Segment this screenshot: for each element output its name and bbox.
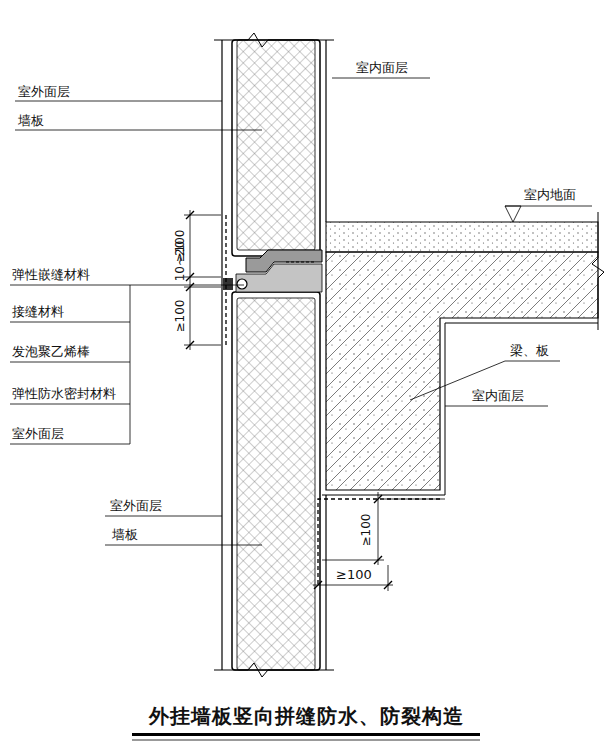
part-label: 室外面层 <box>18 84 70 100</box>
dashed-mesh-line <box>318 499 440 585</box>
extension-line <box>388 565 389 591</box>
break-line <box>214 33 334 47</box>
interior-finish-line <box>325 495 326 670</box>
leader-line <box>10 362 130 363</box>
reinforcement-dashed <box>226 215 440 585</box>
pe-rod <box>237 279 247 289</box>
panel-core <box>237 298 315 670</box>
leader-line <box>10 322 130 323</box>
leader-line <box>15 130 262 131</box>
leader-line <box>445 406 548 407</box>
part-label: 墙板 <box>112 527 138 543</box>
upper-panel <box>232 40 320 256</box>
slab-and-beam <box>322 212 604 495</box>
leader-line <box>15 101 222 102</box>
elevation-symbol <box>505 206 592 222</box>
leader-line <box>130 285 131 444</box>
caption-underline <box>132 733 480 740</box>
part-label: 室内面层 <box>472 388 524 404</box>
leader-lines <box>10 78 592 545</box>
dimension-text: ≥100 <box>172 300 188 333</box>
part-label: 室内面层 <box>356 60 408 76</box>
break-line <box>214 663 334 677</box>
dimension-tick <box>314 581 392 589</box>
floor-screed <box>326 222 598 252</box>
part-label: 弹性嵌缝材料 <box>12 267 90 283</box>
part-label: 室外面层 <box>110 498 162 514</box>
joint-hidden-line <box>286 262 316 263</box>
leader-line <box>10 444 130 445</box>
leader-line <box>105 516 222 517</box>
part-label: 接缝材料 <box>12 304 64 320</box>
leader-line <box>10 404 130 405</box>
exterior-finish-line <box>221 40 222 670</box>
dimension-line <box>313 585 393 586</box>
dimension-line <box>190 210 191 350</box>
extension-line <box>184 215 221 345</box>
dimension-tick <box>186 211 194 349</box>
interior-finish-line <box>325 40 326 222</box>
dashed-mesh-line <box>225 215 226 345</box>
leader-line <box>332 78 430 79</box>
extension-line <box>322 499 445 560</box>
part-label: 发泡聚乙烯棒 <box>12 344 90 360</box>
leader-line <box>10 285 244 286</box>
drawing-caption: 外挂墙板竖向拼缝防水、防裂构造 <box>149 703 464 729</box>
panel-core <box>237 40 315 250</box>
sealant <box>223 278 233 290</box>
leader-line <box>105 545 262 546</box>
break-line <box>592 212 604 330</box>
caption-rule <box>132 740 480 741</box>
dimension-lines <box>184 210 445 591</box>
part-label: 室外面层 <box>12 426 64 442</box>
part-label: 墙板 <box>18 113 44 129</box>
dimension-line <box>378 492 379 565</box>
part-label: 弹性防水密封材料 <box>12 386 116 402</box>
joint-filler <box>236 264 322 292</box>
dimension-text: 10~20 <box>172 241 188 282</box>
part-label: 室内地面 <box>524 187 576 203</box>
dimension-tick <box>374 495 382 564</box>
interior-finish-line <box>322 323 598 495</box>
dimension-text: ≥100 <box>336 567 372 583</box>
dimension-text: ≥100 <box>358 514 374 547</box>
caption-rule <box>132 733 480 736</box>
lower-panel <box>232 292 320 670</box>
part-label: 梁、板 <box>510 343 549 359</box>
concrete-beam-slab <box>326 252 598 490</box>
